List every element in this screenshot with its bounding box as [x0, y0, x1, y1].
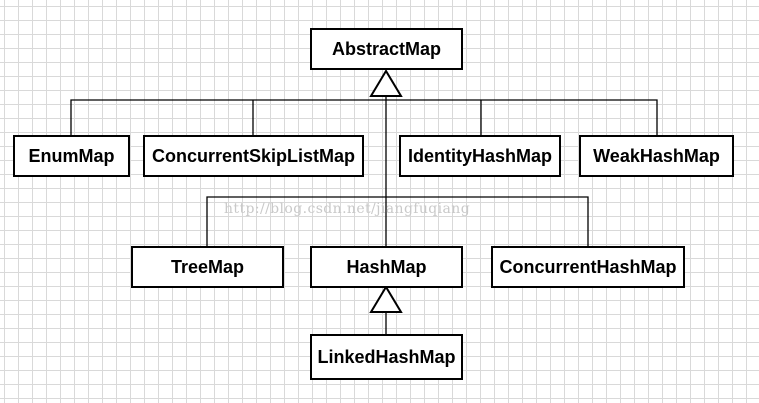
node-linked-hash-map: LinkedHashMap — [310, 334, 463, 380]
connector-second-bus — [206, 196, 589, 247]
node-hash-map: HashMap — [310, 246, 463, 288]
node-identity-hash-map: IdentityHashMap — [399, 135, 561, 177]
node-concurrent-skip-list-map: ConcurrentSkipListMap — [143, 135, 364, 177]
node-tree-map: TreeMap — [131, 246, 284, 288]
watermark-text: http://blog.csdn.net/jiangfuqiang — [224, 201, 471, 217]
inheritance-arrow-hash-map — [369, 285, 403, 313]
node-concurrent-hash-map: ConcurrentHashMap — [491, 246, 685, 288]
connector-top-bus — [70, 99, 658, 136]
node-abstract-map: AbstractMap — [310, 28, 463, 70]
node-enum-map: EnumMap — [13, 135, 130, 177]
node-weak-hash-map: WeakHashMap — [579, 135, 734, 177]
inheritance-arrow-abstract-map — [369, 69, 403, 97]
